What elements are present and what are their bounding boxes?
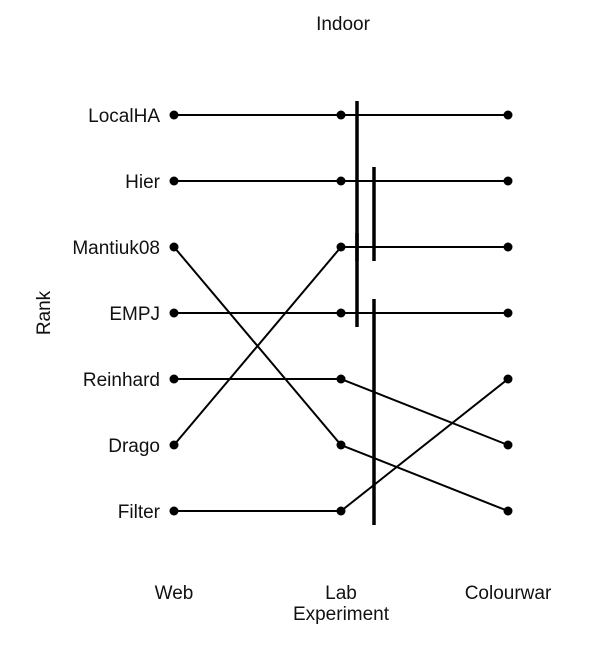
point-localha-web (169, 110, 179, 120)
series-line-reinhard (174, 378, 509, 446)
rank-points (169, 110, 513, 516)
point-empj-lab (336, 308, 346, 318)
point-hier-lab (336, 176, 346, 186)
chart-title: Indoor (316, 14, 371, 35)
point-drago-colourwar (503, 242, 513, 252)
series-line-drago (173, 246, 508, 446)
point-mantiuk08-colourwar (503, 506, 513, 516)
point-reinhard-web (169, 374, 179, 384)
method-label-mantiuk08: Mantiuk08 (72, 238, 160, 259)
point-filter-colourwar (503, 374, 513, 384)
method-label-drago: Drago (108, 436, 160, 457)
point-empj-colourwar (503, 308, 513, 318)
point-mantiuk08-web (169, 242, 179, 252)
point-hier-colourwar (503, 176, 513, 186)
point-empj-web (169, 308, 179, 318)
point-mantiuk08-lab (336, 440, 346, 450)
point-hier-web (169, 176, 179, 186)
point-reinhard-lab (336, 374, 346, 384)
experiment-label-colourwar: Colourwar (465, 583, 552, 604)
point-filter-lab (336, 506, 346, 516)
point-reinhard-colourwar (503, 440, 513, 450)
significance-bars (355, 101, 376, 525)
method-label-filter: Filter (118, 502, 161, 523)
point-localha-lab (336, 110, 346, 120)
point-filter-web (169, 506, 179, 516)
method-label-hier: Hier (125, 172, 161, 193)
method-label-empj: EMPJ (109, 304, 160, 325)
y-axis-label: Rank (34, 290, 55, 335)
experiment-label-web: Web (155, 583, 194, 604)
point-drago-web (169, 440, 179, 450)
method-label-reinhard: Reinhard (83, 370, 160, 391)
method-label-localha: LocalHA (88, 106, 160, 127)
point-drago-lab (336, 242, 346, 252)
point-localha-colourwar (503, 110, 513, 120)
